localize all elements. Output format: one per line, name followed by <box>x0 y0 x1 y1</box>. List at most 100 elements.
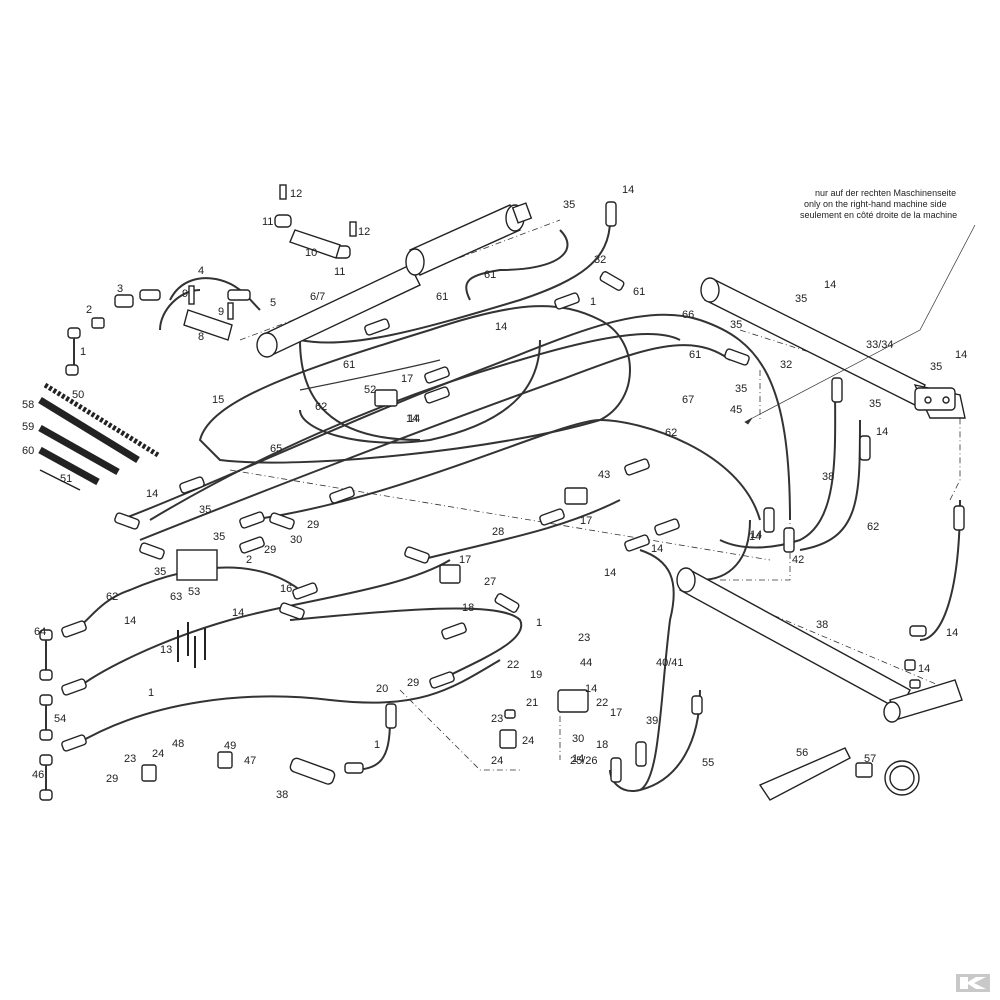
part-label: 17 <box>401 373 413 385</box>
part-label: 64 <box>34 626 46 638</box>
part-label: 14 <box>408 413 420 425</box>
part-label: 18 <box>462 602 474 614</box>
part-label: 29 <box>106 773 118 785</box>
part-label: 67 <box>682 394 694 406</box>
part-label: 35 <box>213 531 225 543</box>
cylinder-40-41 <box>676 567 963 723</box>
part-label: 14 <box>750 529 762 541</box>
part-label: 52 <box>364 384 376 396</box>
part-label: 11 <box>262 216 273 228</box>
part-label: 21 <box>526 697 538 709</box>
part-label: 3 <box>117 283 123 295</box>
part-label: 2 <box>86 304 92 316</box>
part-label: 24 <box>152 748 164 760</box>
part-label: 24 <box>491 755 503 767</box>
part-label: 1 <box>374 739 380 751</box>
part-label: 14 <box>946 627 958 639</box>
part-label: 35 <box>735 383 747 395</box>
part-label: 35 <box>795 293 807 305</box>
part-label: 13 <box>160 644 172 656</box>
part-label: 55 <box>702 757 714 769</box>
part-label: 62 <box>106 591 118 603</box>
loose-hoses <box>38 382 160 491</box>
part-label: 9 <box>218 306 224 318</box>
part-label: 43 <box>598 469 610 481</box>
part-label: 15 <box>212 394 224 406</box>
part-label: 22 <box>507 659 519 671</box>
part-label: 62 <box>665 427 677 439</box>
part-label: 47 <box>244 755 256 767</box>
part-label: 14 <box>495 321 507 333</box>
part-label: 40/41 <box>656 657 684 669</box>
part-label: 17 <box>459 554 471 566</box>
note-line-de: nur auf der rechten Maschinenseite <box>815 188 956 198</box>
part-label: 56 <box>796 747 808 759</box>
part-label: 1 <box>590 296 596 308</box>
part-label: 57 <box>864 753 876 765</box>
part-label: 35 <box>563 199 575 211</box>
part-label: 51 <box>60 473 72 485</box>
part-label: 38 <box>276 789 288 801</box>
part-label: 12 <box>290 188 302 200</box>
part-label: 30 <box>290 534 302 546</box>
part-label: 14 <box>585 683 597 695</box>
part-label: 46 <box>32 769 44 781</box>
part-label: 1 <box>536 617 542 629</box>
linkage-rods <box>39 327 81 801</box>
part-label: 62 <box>315 401 327 413</box>
part-label: 14 <box>146 488 158 500</box>
part-label: 8 <box>198 331 204 343</box>
part-label: 11 <box>334 266 345 278</box>
part-label: 14 <box>876 426 888 438</box>
part-label: 24 <box>522 735 534 747</box>
hose-end-fittings <box>61 271 750 752</box>
part-label: 29 <box>264 544 276 556</box>
part-label: 5 <box>270 297 276 309</box>
part-label: 39 <box>646 715 658 727</box>
part-label: 32 <box>780 359 792 371</box>
part-label: 14 <box>124 615 136 627</box>
part-label: 61 <box>343 359 355 371</box>
part-label: 29 <box>307 519 319 531</box>
note-line-fr: seulement en côté droite de la machine <box>800 210 957 220</box>
cylinder-6-7 <box>256 202 533 358</box>
part-label: 14 <box>604 567 616 579</box>
part-label: 63 <box>170 591 182 603</box>
part-label: 30 <box>572 733 584 745</box>
part-label: 61 <box>633 286 645 298</box>
part-label: 14 <box>651 543 663 555</box>
part-label: 42 <box>792 554 804 566</box>
part-labels: 12 35 14 11 12 10 11 61 32 1 3 2 4 9 9 5… <box>22 184 967 801</box>
part-label: 19 <box>530 669 542 681</box>
part-label: 4 <box>198 265 204 277</box>
guard-55-clamp-57 <box>758 747 920 801</box>
part-label: 45 <box>730 404 742 416</box>
part-label: 14 <box>232 607 244 619</box>
part-label: 14 <box>572 753 584 765</box>
part-label: 50 <box>72 389 84 401</box>
part-label: 14 <box>749 531 761 543</box>
part-label: 17 <box>580 515 592 527</box>
part-label: 53 <box>188 586 200 598</box>
bolts-64 <box>177 622 206 668</box>
part-label: 23 <box>491 713 503 725</box>
part-label: 23 <box>578 632 590 644</box>
part-label: 14 <box>918 663 930 675</box>
part-label: 17 <box>610 707 622 719</box>
part-label: 28 <box>492 526 504 538</box>
part-label: 25/26 <box>570 755 598 767</box>
part-label: 14 <box>406 413 418 425</box>
part-label: 65 <box>270 443 282 455</box>
part-label: 38 <box>816 619 828 631</box>
part-label: 20 <box>376 683 388 695</box>
part-label: 35 <box>930 361 942 373</box>
right-side-note: nur auf der rechten Maschinenseite only … <box>800 188 957 220</box>
part-label: 6/7 <box>310 291 325 303</box>
part-label: 23 <box>124 753 136 765</box>
part-label: 59 <box>22 421 34 433</box>
part-label: 35 <box>199 504 211 516</box>
part-label: 38 <box>822 471 834 483</box>
part-label: 16 <box>280 583 292 595</box>
small-parts <box>91 184 965 785</box>
